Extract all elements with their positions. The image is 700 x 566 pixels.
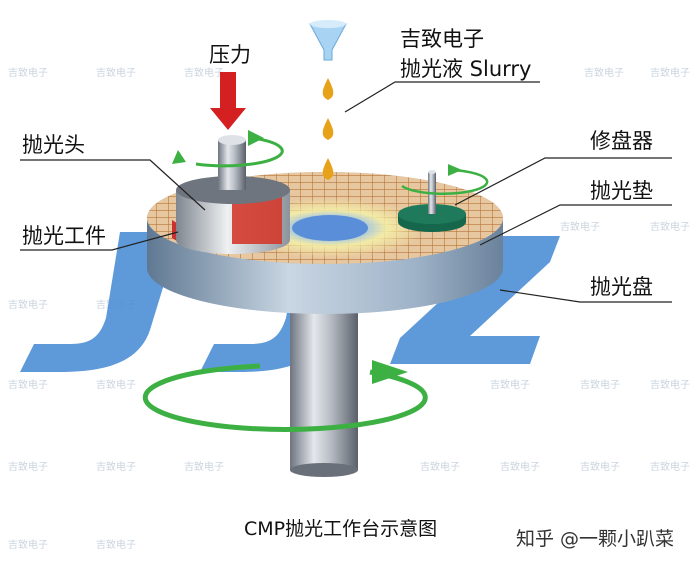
platen-rotation-arrow [142,360,428,432]
watermark: 吉致电子 [184,66,224,79]
pad-dresser [398,170,466,232]
dresser-rotation-arrow [401,164,489,196]
watermark: 吉致电子 [8,298,48,311]
watermark: 吉致电子 [650,378,690,391]
label-dresser: 修盘器 [590,129,653,153]
watermark: 吉致电子 [584,66,624,79]
watermark: 吉致电子 [650,460,690,473]
watermark: 吉致电子 [96,460,136,473]
label-brand: 吉致电子 [400,27,484,51]
spindle [290,300,358,470]
head-rotation-arrow [172,130,284,168]
watermark: 吉致电子 [184,460,224,473]
watermark: 吉致电子 [8,66,48,79]
slurry-funnel [309,20,347,61]
slurry-drops [322,78,334,180]
watermark: 吉致电子 [420,460,460,473]
watermark: 吉致电子 [96,66,136,79]
watermark: 吉致电子 [8,460,48,473]
source-credit: 知乎 @一颗小趴菜 [516,528,674,550]
label-workpiece: 抛光工件 [22,224,106,248]
label-platen: 抛光盘 [590,275,653,299]
watermark: 吉致电子 [96,378,136,391]
pressure-arrow [210,72,246,130]
label-polishing-pad: 抛光垫 [590,179,653,203]
watermark: 吉致电子 [580,378,620,391]
watermark: 吉致电子 [96,538,136,551]
label-pressure: 压力 [209,43,251,67]
watermark: 吉致电子 [8,538,48,551]
polishing-head [176,135,290,254]
watermark: 吉致电子 [650,220,690,233]
spindle-base [290,463,358,477]
label-polishing-head: 抛光头 [22,133,85,157]
watermark: 吉致电子 [650,66,690,79]
watermark-layer: 吉致电子 吉致电子 吉致电子 吉致电子 吉致电子 吉致电子 吉致电子 吉致电子 … [8,66,690,551]
watermark: 吉致电子 [560,220,600,233]
watermark: 吉致电子 [490,378,530,391]
watermark: 吉致电子 [500,460,540,473]
watermark: 吉致电子 [580,460,620,473]
label-slurry: 抛光液 Slurry [400,57,531,81]
diagram-caption: CMP抛光工作台示意图 [244,518,437,540]
leader-lines [20,81,672,303]
watermark: 吉致电子 [8,378,48,391]
